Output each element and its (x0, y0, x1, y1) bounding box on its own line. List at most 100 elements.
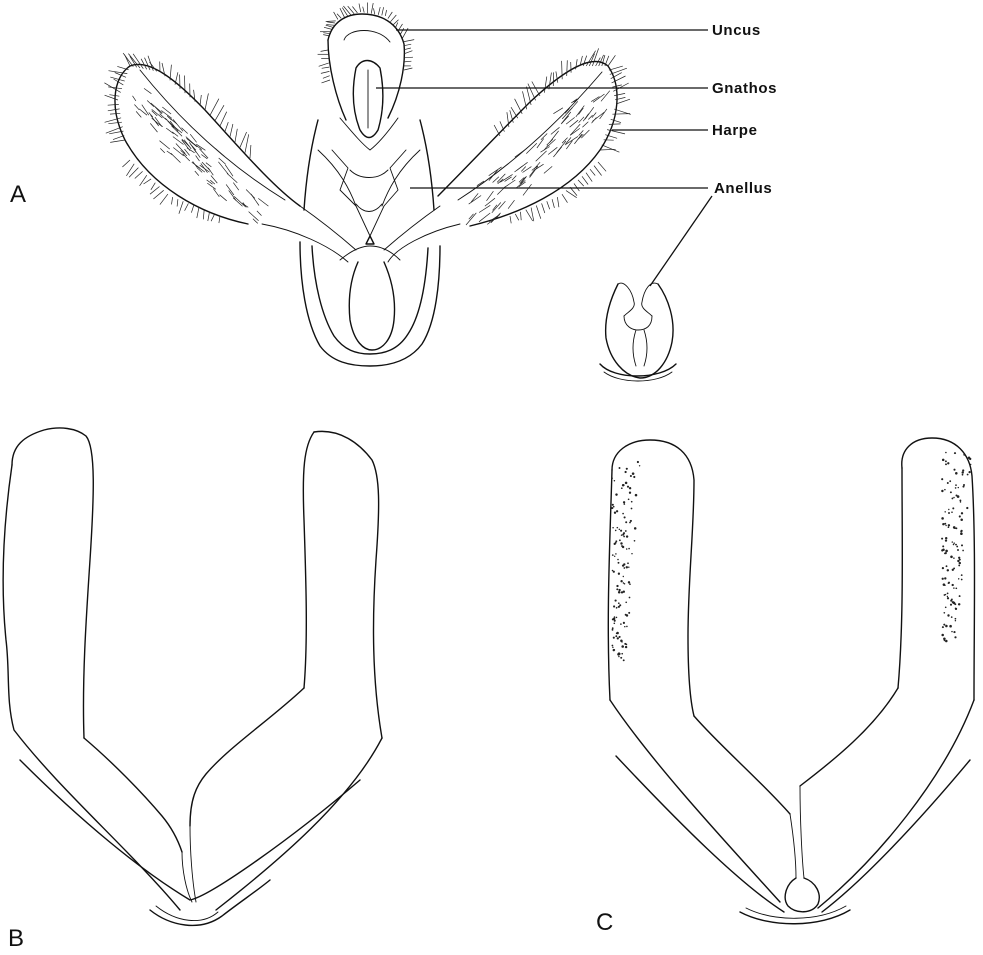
seta (135, 171, 143, 178)
spine-speck (950, 604, 952, 606)
spine-speck (961, 574, 963, 576)
spine-speck (618, 562, 620, 564)
spine-speck (950, 491, 952, 493)
valva-right-spines (941, 452, 971, 643)
spine-speck (959, 562, 961, 564)
spine-speck (944, 640, 945, 641)
spine-speck (615, 542, 617, 544)
seta (140, 175, 147, 186)
seta (516, 180, 525, 188)
spine-speck (960, 501, 961, 502)
seta (203, 210, 204, 220)
seta (233, 183, 239, 191)
spine-speck (959, 500, 961, 502)
seta (556, 71, 558, 82)
seta (136, 111, 141, 117)
spine-speck (614, 556, 615, 557)
seta (541, 147, 550, 153)
spine-speck (614, 480, 615, 481)
spine-speck (955, 544, 957, 546)
anellus-detached-leader (650, 196, 712, 286)
seta (322, 67, 329, 68)
seta (374, 8, 375, 14)
seta (177, 199, 178, 206)
seta (363, 7, 365, 13)
gnathos (340, 61, 398, 151)
seta (108, 122, 122, 124)
spine-speck (958, 578, 959, 579)
seta (586, 51, 595, 66)
seta (230, 124, 233, 137)
spine-speck (955, 472, 958, 475)
seta (536, 206, 541, 219)
spine-speck (618, 606, 620, 608)
spine-speck (626, 566, 628, 568)
anellus-detached (600, 283, 676, 381)
spine-speck (622, 513, 624, 515)
seta (553, 108, 563, 114)
spine-speck (945, 452, 947, 454)
spine-speck (947, 596, 948, 597)
spine-speck (613, 605, 615, 607)
seta (608, 55, 615, 66)
spine-speck (945, 539, 947, 541)
spine-speck (624, 626, 625, 627)
spine-speck (947, 597, 949, 599)
spine-speck (618, 573, 620, 575)
spine-speck (618, 602, 620, 604)
seta (494, 125, 500, 136)
seta (582, 176, 588, 184)
spine-speck (955, 587, 957, 589)
seta (512, 176, 516, 181)
spine-speck (962, 469, 964, 471)
seta (549, 73, 552, 90)
seta (258, 198, 268, 206)
seta (185, 203, 189, 210)
spine-speck (621, 645, 624, 648)
spine-speck (952, 541, 953, 542)
seta (152, 109, 163, 118)
spine-speck (954, 636, 956, 638)
panel-label-c: C (596, 909, 613, 936)
spine-speck (614, 649, 616, 651)
left-valva (104, 53, 300, 224)
spine-speck (949, 480, 951, 482)
spine-speck (948, 582, 950, 584)
spine-speck (961, 579, 963, 581)
spine-speck (945, 537, 947, 539)
seta (579, 117, 584, 123)
spine-speck (626, 644, 628, 646)
seta (334, 12, 338, 20)
spine-speck (954, 452, 956, 454)
spine-speck (955, 487, 957, 489)
seta (134, 105, 139, 110)
seta (592, 118, 597, 124)
seta (515, 99, 523, 114)
spine-speck (957, 549, 959, 551)
spine-speck (623, 591, 625, 593)
seta (469, 196, 481, 205)
seta (508, 200, 514, 209)
spine-speck (615, 635, 617, 637)
seta (176, 144, 185, 154)
uncus-label: Uncus (712, 22, 761, 39)
spine-speck (615, 553, 617, 555)
seta (609, 124, 621, 125)
seta (400, 28, 404, 35)
seta (579, 108, 584, 114)
spine-speck (615, 493, 617, 495)
spine-speck (947, 482, 949, 484)
spine-speck (626, 614, 628, 616)
spine-speck (615, 530, 617, 532)
spine-speck (966, 507, 968, 509)
spine-speck (621, 653, 623, 655)
seta (245, 134, 249, 152)
seta (590, 169, 595, 175)
spine-speck (628, 612, 630, 614)
seta (110, 113, 120, 114)
spine-speck (956, 495, 958, 497)
seta (552, 199, 554, 208)
harpe-label: Harpe (712, 122, 758, 139)
spine-speck (619, 539, 621, 541)
panel-a-genitalia-drawing: Uncus Gnathos Harpe Anellus A (10, 3, 777, 382)
